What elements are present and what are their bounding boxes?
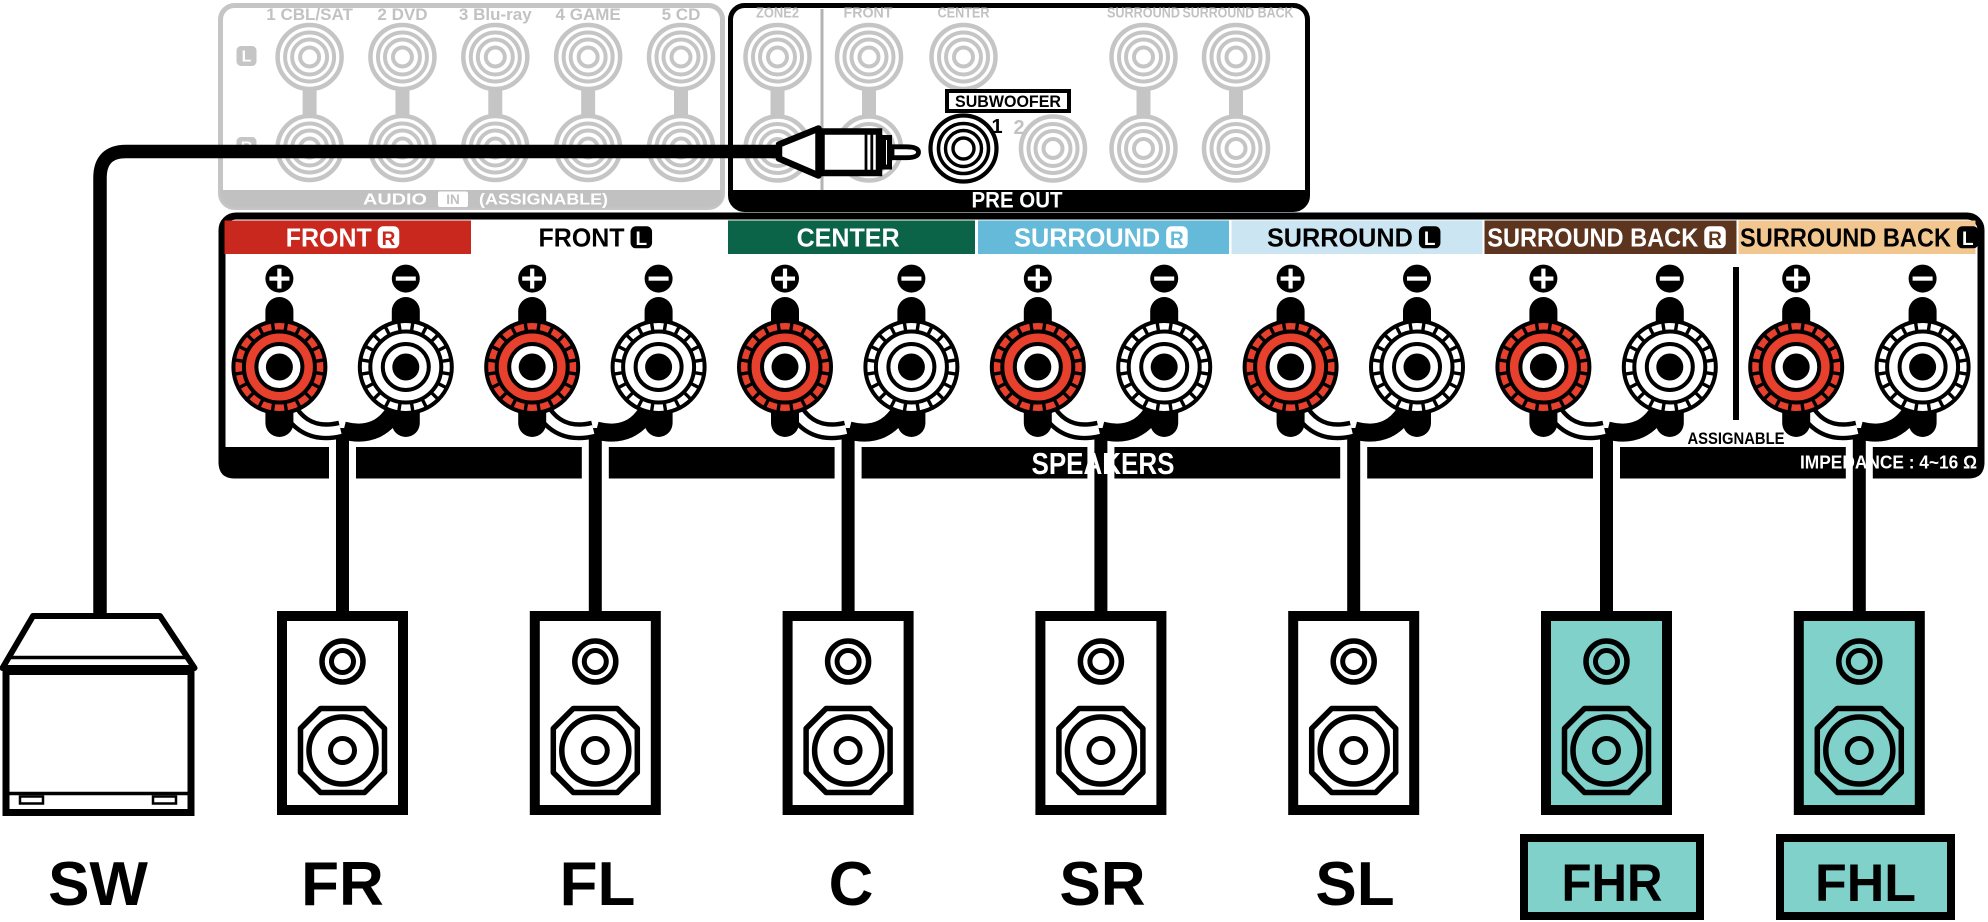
svg-text:SURROUND BACK: SURROUND BACK: [1487, 223, 1698, 253]
svg-text:1 CBL/SAT: 1 CBL/SAT: [266, 5, 353, 24]
svg-text:SURROUND BACK: SURROUND BACK: [1183, 5, 1294, 22]
svg-text:L: L: [1962, 229, 1974, 250]
svg-text:CENTER: CENTER: [797, 223, 900, 253]
svg-text:AUDIO: AUDIO: [363, 192, 427, 209]
svg-text:C: C: [829, 850, 874, 919]
svg-text:SL: SL: [1315, 850, 1394, 919]
svg-text:FRONT: FRONT: [844, 5, 893, 22]
svg-text:PRE OUT: PRE OUT: [972, 188, 1064, 213]
svg-text:FR: FR: [301, 850, 384, 919]
svg-text:FL: FL: [560, 850, 636, 919]
svg-text:FHL: FHL: [1815, 854, 1916, 913]
svg-text:FHR: FHR: [1562, 854, 1663, 913]
svg-text:FRONT: FRONT: [539, 223, 625, 253]
svg-text:CENTER: CENTER: [938, 5, 990, 22]
svg-text:IMPEDANCE : 4~16 Ω: IMPEDANCE : 4~16 Ω: [1800, 453, 1977, 473]
svg-text:5 CD: 5 CD: [662, 5, 701, 24]
svg-text:SR: SR: [1059, 850, 1145, 919]
svg-text:FRONT: FRONT: [286, 223, 372, 253]
svg-text:R: R: [1170, 229, 1184, 250]
svg-text:SW: SW: [48, 850, 148, 919]
svg-text:SURROUND: SURROUND: [1107, 5, 1180, 22]
svg-text:SURROUND: SURROUND: [1014, 223, 1160, 253]
svg-text:SURROUND: SURROUND: [1267, 223, 1413, 253]
svg-text:SPEAKERS: SPEAKERS: [1032, 446, 1175, 481]
svg-text:2 DVD: 2 DVD: [377, 5, 427, 24]
svg-text:4 GAME: 4 GAME: [556, 5, 621, 24]
svg-text:ASSIGNABLE: ASSIGNABLE: [1688, 429, 1785, 448]
svg-text:(ASSIGNABLE): (ASSIGNABLE): [479, 192, 608, 209]
svg-text:3 Blu-ray: 3 Blu-ray: [459, 5, 532, 24]
svg-text:L: L: [242, 49, 252, 66]
svg-text:SURROUND BACK: SURROUND BACK: [1740, 223, 1951, 253]
svg-text:1: 1: [991, 116, 1002, 138]
svg-text:IN: IN: [446, 192, 460, 207]
svg-text:L: L: [635, 229, 647, 250]
svg-text:R: R: [382, 229, 396, 250]
svg-text:L: L: [1424, 229, 1436, 250]
svg-text:2: 2: [1013, 117, 1024, 139]
svg-text:R: R: [1708, 229, 1722, 250]
svg-text:SUBWOOFER: SUBWOOFER: [955, 93, 1061, 111]
svg-text:ZONE2: ZONE2: [756, 5, 799, 22]
